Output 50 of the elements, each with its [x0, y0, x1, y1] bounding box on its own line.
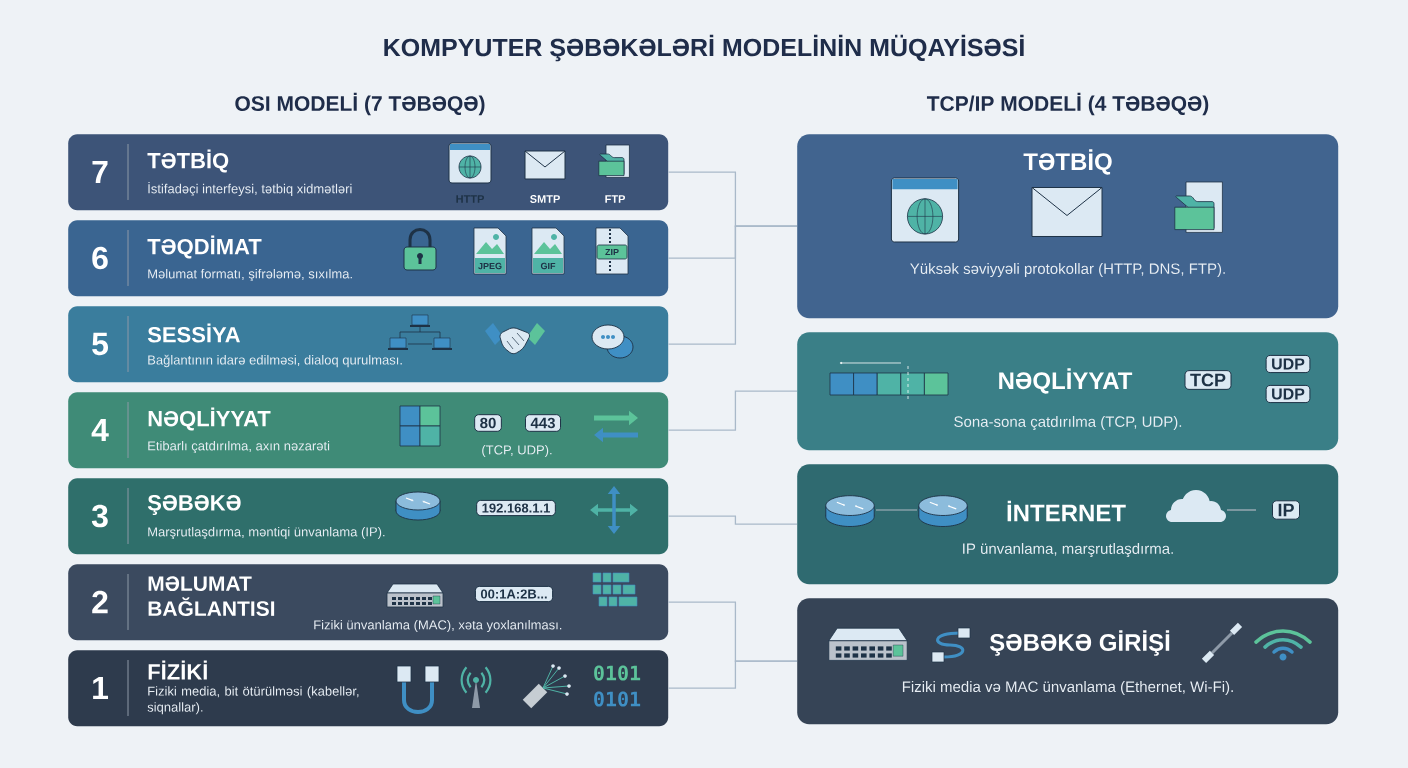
connector-line: [667, 660, 798, 689]
layer-description: Etibarlı çatdırılma, axın nəzarəti: [148, 440, 330, 454]
layer-title: FİZİKİ: [148, 660, 207, 680]
port-badge: 80: [474, 414, 502, 432]
file-type-label: GIF: [540, 262, 556, 270]
layer-title: TƏTBİQ: [1023, 149, 1112, 175]
protocol-badge: UDP: [1265, 384, 1311, 404]
layer-number: 7: [92, 161, 108, 183]
protocol-caption: (TCP, UDP).: [482, 444, 552, 458]
layer-title: SESSİYA: [147, 323, 240, 343]
layer-description: İstifadəçi interfeysi, tətbiq xidmətləri: [148, 181, 352, 196]
layer-description: Fiziki ünvanlama (MAC), xəta yoxlanılması.: [314, 619, 562, 633]
connector-line: [667, 515, 798, 525]
protocol-badge: IP: [1272, 500, 1300, 520]
layer-description: Marşrutlaşdırma, məntiqi ünvanlama (IP).: [148, 526, 385, 540]
layer-number: 4: [91, 419, 109, 441]
layer-number: 5: [92, 332, 108, 356]
protocol-caption: SMTP: [530, 195, 560, 203]
port-badge: 443: [525, 414, 561, 432]
title: KOMPYUTER ŞƏBƏKƏLƏRİ MODELİNİN MÜQAYİSƏSİ: [384, 34, 1024, 62]
binary-digits: 0101: [594, 665, 641, 681]
layer-description: Məlumat formatı, şifrələmə, sıxılma.: [148, 268, 352, 282]
layer-title: NƏQLİYYAT: [148, 407, 271, 431]
protocol-badge: UDP: [1265, 354, 1311, 374]
layer-title: TƏQDİMAT: [147, 235, 262, 259]
layer-description: Fiziki media, bit ötürülməsi (kabellər, siqnallar).: [147, 686, 359, 715]
binary-digits: 0101: [594, 691, 641, 707]
layer-description: IP ünvanlama, marşrutlaşdırma.: [963, 542, 1173, 557]
layer-title: MƏLUMAT BAĞLANTISI: [148, 576, 275, 617]
layer-number: 1: [93, 677, 108, 699]
address-badge: 00:1A:2B...: [474, 585, 554, 603]
layer-description: Bağlantının idarə edilməsi, dialoq qurulması.: [148, 354, 402, 368]
connector-line: [667, 225, 798, 345]
file-type-label: JPEG: [478, 262, 502, 270]
layer-number: 6: [92, 246, 108, 270]
protocol-caption: FTP: [605, 195, 626, 203]
layer-number: 2: [92, 590, 108, 614]
layer-title: ŞƏBƏKƏ GİRİŞİ: [989, 630, 1170, 656]
connector-line: [667, 390, 798, 431]
address-badge: 192.168.1.1: [476, 499, 556, 517]
layer-number: 3: [91, 504, 108, 528]
file-type-label: ZIP: [605, 248, 619, 256]
layer-title: ŞƏBƏKƏ: [147, 495, 241, 515]
layer-title: TƏTBİQ: [147, 149, 229, 173]
layer-description: Fiziki media və MAC ünvanlama (Ethernet, Wi-Fi).: [902, 681, 1233, 695]
layer-title: NƏQLİYYAT: [999, 368, 1133, 394]
layer-description: Sona-sona çatdırılma (TCP, UDP).: [954, 415, 1182, 431]
layer-title: İNTERNET: [1007, 500, 1126, 522]
protocol-badge: TCP: [1184, 370, 1232, 390]
layer-description: Yüksək səviyyəli protokollar (HTTP, DNS, FTP).: [910, 263, 1225, 277]
